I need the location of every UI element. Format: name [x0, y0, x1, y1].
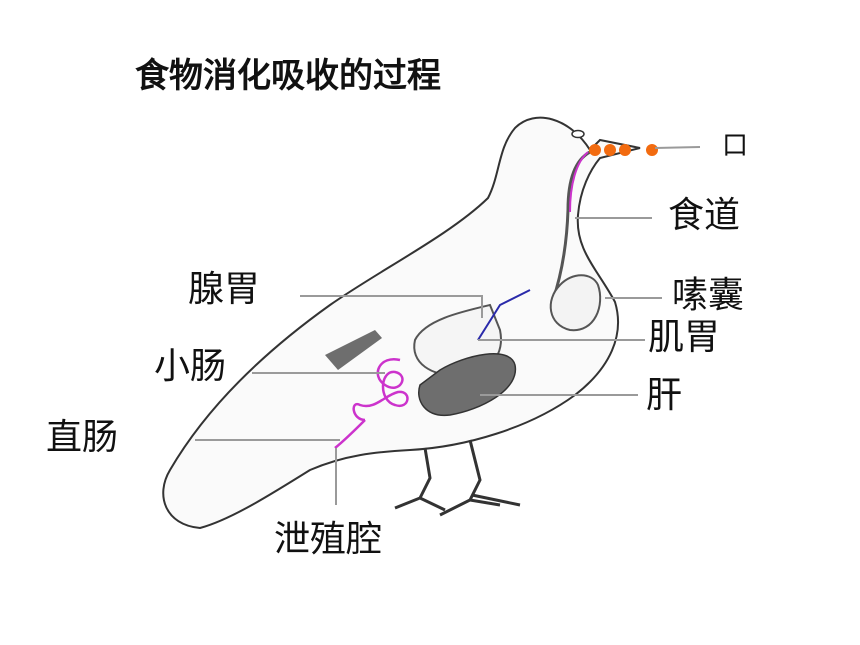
label-rectum: 直肠	[46, 417, 119, 458]
stomach-highlight	[477, 289, 531, 341]
bird-body-outline	[162, 116, 641, 530]
esophagus-highlight	[569, 151, 589, 213]
label-small-intestine: 小肠	[154, 346, 227, 387]
esophagus-tube	[551, 150, 591, 301]
leader-mouth	[654, 146, 701, 149]
leader-glandular-stomach	[300, 295, 483, 318]
label-crop: 嗉囊	[672, 275, 745, 316]
rectum-tube	[334, 419, 366, 449]
label-glandular-stomach: 腺胃	[188, 269, 261, 310]
small-intestine-coils	[352, 357, 409, 422]
label-esophagus: 食道	[668, 195, 741, 236]
leg-left	[394, 447, 446, 512]
label-liver: 肝	[646, 375, 683, 416]
leg-right	[439, 439, 521, 517]
label-mouth: 口	[722, 131, 749, 161]
wing-mark	[325, 330, 382, 370]
food-dot-4	[646, 144, 658, 156]
page-title: 食物消化吸收的过程	[135, 56, 441, 96]
crop-shape	[549, 274, 602, 332]
label-cloaca: 泄殖腔	[274, 519, 383, 560]
label-gizzard: 肌胃	[648, 317, 721, 358]
food-dot-1	[589, 144, 601, 156]
eye	[571, 129, 585, 139]
food-dot-2	[604, 144, 616, 156]
food-dot-3	[619, 144, 631, 156]
